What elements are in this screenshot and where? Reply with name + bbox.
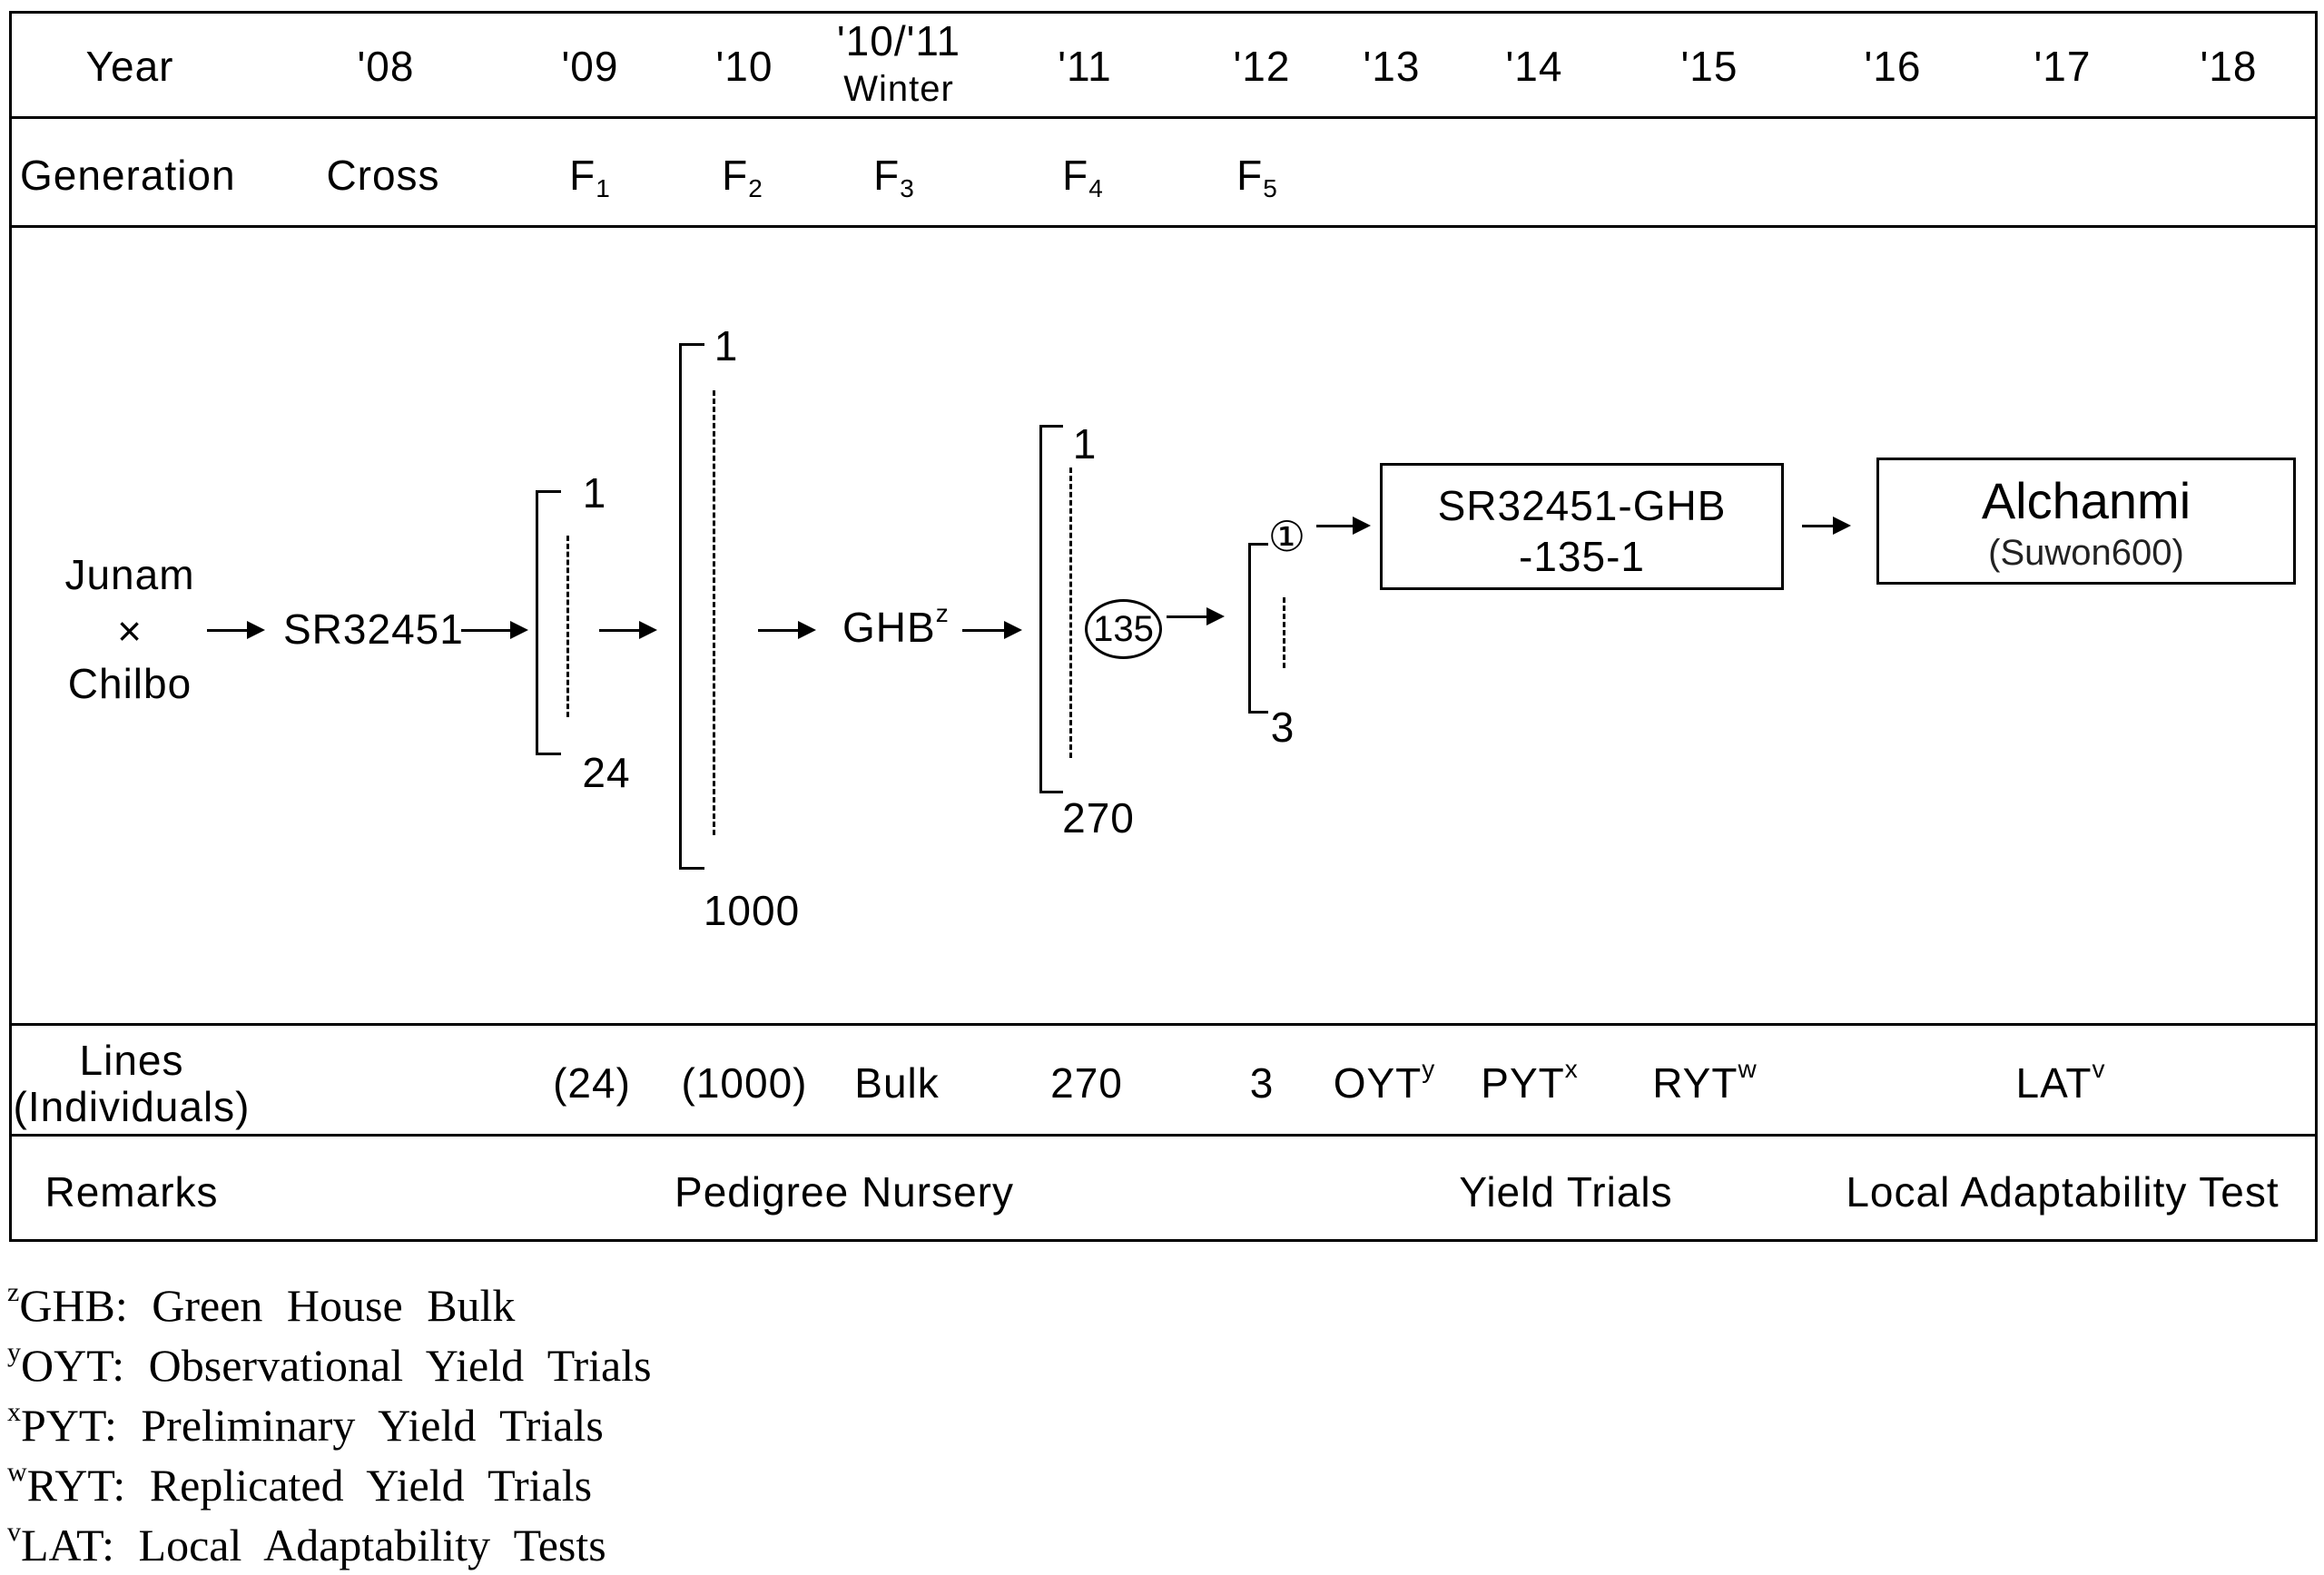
lines-lat: LATv (2015, 1055, 2106, 1107)
f4-dashed (1069, 468, 1072, 758)
generation-f1: F1 (569, 152, 611, 202)
generation-f2: F2 (722, 152, 763, 202)
footnote-lat: vLAT: Local Adaptability Tests (7, 1517, 606, 1571)
line-box-row-1: SR32451-GHB (1437, 482, 1727, 529)
row-divider-diagram (9, 1023, 2318, 1026)
year-18: '18 (2200, 43, 2258, 90)
footnote-ghb: zGHB: Green House Bulk (7, 1277, 516, 1332)
generation-cross: Cross (326, 152, 440, 199)
year-17: '17 (2034, 43, 2092, 90)
lines-label-individuals: (Individuals) (13, 1083, 251, 1130)
f1-bottom: 24 (582, 749, 631, 796)
footnote-pyt: xPYT: Preliminary Yield Trials (7, 1397, 604, 1452)
arrow-to-f5 (1167, 607, 1225, 625)
parent-chilbo: Chilbo (67, 660, 192, 707)
pedigree-table-frame (9, 11, 2318, 1242)
year-15: '15 (1680, 43, 1738, 90)
lines-f5: 3 (1249, 1059, 1275, 1107)
f4-bracket (1039, 425, 1063, 793)
year-10-11: '10/'11 (836, 17, 961, 64)
f5-top: ① (1267, 513, 1307, 560)
year-label: Year (85, 43, 174, 90)
cross-sign: × (117, 607, 143, 655)
arrow-to-f2 (599, 621, 657, 639)
footnotes: zGHB: Green House Bulk yOYT: Observation… (7, 1275, 652, 1575)
generation-label: Generation (20, 152, 236, 199)
f2-bottom: 1000 (703, 887, 801, 934)
row-divider-year (9, 116, 2318, 119)
generation-f4: F4 (1062, 152, 1104, 202)
year-08: '08 (357, 43, 415, 90)
f5-dashed (1283, 597, 1285, 668)
year-12: '12 (1233, 43, 1291, 90)
lines-f1: (24) (553, 1059, 631, 1107)
f4-top: 1 (1072, 420, 1098, 468)
year-09: '09 (561, 43, 619, 90)
f1-top: 1 (582, 469, 607, 517)
footnote-oyt: yOYT: Observational Yield Trials (7, 1337, 652, 1392)
f2-bracket (679, 343, 704, 870)
lines-f4: 270 (1050, 1059, 1123, 1107)
variety-name: Alchanmi (1981, 472, 2191, 529)
arrow-to-variety (1802, 517, 1851, 535)
ghb-label: GHBz (842, 599, 950, 651)
year-winter: Winter (843, 69, 954, 109)
lines-ryt: RYTw (1652, 1055, 1758, 1107)
f2-dashed (713, 390, 715, 835)
arrow-to-line-box (1316, 517, 1371, 535)
f2-top: 1 (714, 322, 739, 369)
lines-pyt: PYTx (1481, 1055, 1579, 1107)
parent-junam: Junam (64, 551, 195, 598)
cross-name: SR32451 (283, 605, 464, 653)
remarks-yield-trials: Yield Trials (1459, 1168, 1673, 1216)
year-13: '13 (1363, 43, 1421, 90)
year-16: '16 (1864, 43, 1922, 90)
row-divider-generation (9, 225, 2318, 228)
variety-code: (Suwon600) (1988, 533, 2184, 573)
arrow-to-ghb (758, 621, 816, 639)
selected-line-135: 135 (1085, 599, 1162, 659)
generation-f5: F5 (1236, 152, 1278, 202)
year-11: '11 (1058, 43, 1112, 90)
lines-f3: Bulk (854, 1059, 940, 1107)
year-14: '14 (1505, 43, 1563, 90)
row-divider-lines (9, 1134, 2318, 1137)
remarks-pedigree-nursery: Pedigree Nursery (675, 1168, 1014, 1216)
year-10: '10 (715, 43, 773, 90)
variety-box: Alchanmi (Suwon600) (1876, 458, 2296, 585)
line-box-row-2: -135-1 (1519, 533, 1645, 580)
f1-bracket (536, 490, 561, 755)
f4-bottom: 270 (1062, 794, 1135, 842)
generation-f3: F3 (873, 152, 915, 202)
lines-oyt: OYTy (1333, 1055, 1436, 1107)
f5-bracket (1248, 543, 1268, 714)
arrow-to-f4 (962, 621, 1022, 639)
remarks-local-adaptability: Local Adaptability Test (1846, 1168, 2280, 1216)
footnote-ryt: wRYT: Replicated Yield Trials (7, 1457, 593, 1511)
f5-bottom: 3 (1270, 704, 1295, 751)
f1-dashed (566, 536, 569, 717)
arrow-cross (207, 621, 265, 639)
arrow-to-f1 (461, 621, 528, 639)
remarks-label: Remarks (44, 1168, 219, 1216)
lines-f2: (1000) (681, 1059, 808, 1107)
selected-line-box: SR32451-GHB -135-1 (1380, 463, 1784, 590)
lines-label: Lines (79, 1037, 184, 1084)
